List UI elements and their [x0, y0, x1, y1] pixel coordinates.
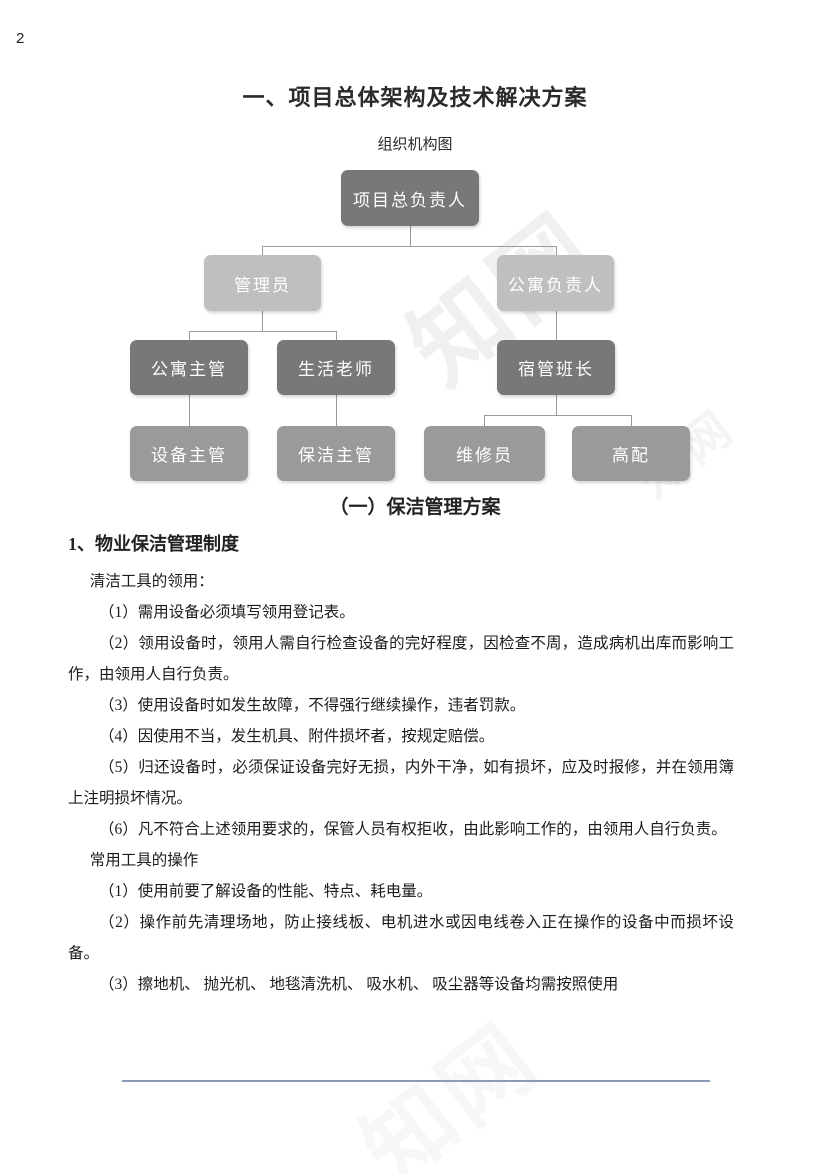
paragraph: （6）凡不符合上述领用要求的，保管人员有权拒收，由此影响工作的，由领用人自行负责…	[99, 821, 727, 838]
connector-life-teacher-down	[336, 395, 337, 426]
org-node-label: 项目总负责人	[353, 190, 467, 210]
org-node-label: 维修员	[456, 446, 513, 465]
connector-to-apartment-head	[556, 246, 557, 256]
footer-divider	[122, 1080, 710, 1082]
paragraph: （4）因使用不当，发生机具、附件损坏者，按规定赔偿。	[99, 728, 495, 745]
connector-manager-down	[262, 311, 263, 331]
paragraph: （1）需用设备必须填写领用登记表。	[99, 604, 355, 621]
org-node-label: 生活老师	[298, 360, 374, 379]
connector-level2-bus	[262, 246, 556, 247]
org-node-manager[interactable]: 管理员	[204, 255, 321, 311]
connector-dorm-leader-down	[556, 395, 557, 415]
org-node-label: 管理员	[234, 275, 291, 295]
org-node-cleaning-supervisor[interactable]: 保洁主管	[277, 426, 395, 481]
org-node-high-voltage[interactable]: 高配	[572, 426, 690, 481]
connector-to-life-teacher	[336, 331, 337, 341]
org-node-project-leader[interactable]: 项目总负责人	[341, 170, 479, 226]
paragraph-lead: 清洁工具的领用：	[89, 573, 214, 590]
chart-caption: 组织机构图	[377, 137, 453, 153]
org-node-dorm-leader[interactable]: 宿管班长	[497, 340, 615, 395]
org-node-apartment-head[interactable]: 公寓负责人	[497, 255, 614, 311]
page-title: 一、项目总体架构及技术解决方案	[242, 85, 588, 110]
connector-apartment-head-down	[556, 311, 557, 341]
org-node-label: 公寓主管	[151, 360, 227, 379]
paragraph-lead-2: 常用工具的操作	[89, 852, 199, 869]
connector-to-high-voltage	[631, 415, 632, 426]
org-node-label: 保洁主管	[298, 446, 374, 465]
org-node-label: 高配	[612, 446, 650, 465]
org-node-life-teacher[interactable]: 生活老师	[277, 340, 395, 395]
paragraph: （2）操作前先清理场地，防止接线板、电机进水或因电线卷入正在操作的设备中而损坏设…	[68, 914, 734, 962]
org-node-label: 公寓负责人	[508, 275, 603, 295]
paragraph: （1）使用前要了解设备的性能、特点、耗电量。	[99, 883, 433, 900]
connector-to-apartment-supervisor	[189, 331, 190, 341]
org-node-label: 宿管班长	[518, 360, 594, 379]
connector-to-manager	[262, 246, 263, 256]
body-text: 清洁工具的领用： （1）需用设备必须填写领用登记表。 （2）领用设备时，领用人需…	[68, 566, 734, 1000]
connector-apartment-supervisor-down	[189, 395, 190, 426]
paragraph: （3）擦地机、 抛光机、 地毯清洗机、 吸水机、 吸尘器等设备均需按照使用	[99, 976, 619, 993]
org-node-label: 设备主管	[151, 446, 227, 465]
page-number: 2	[16, 30, 25, 47]
org-chart: 项目总负责人 管理员 公寓负责人 公寓主管 生活老师 宿管班长 设备主管 保洁主…	[0, 0, 830, 500]
paragraph: （3）使用设备时如发生故障，不得强行继续操作，违者罚款。	[99, 697, 526, 714]
org-node-repairman[interactable]: 维修员	[424, 426, 545, 481]
org-node-apartment-supervisor[interactable]: 公寓主管	[130, 340, 248, 395]
connector-level3-bus-left	[189, 331, 336, 332]
connector-root-down	[410, 226, 411, 247]
paragraph: （2）领用设备时，领用人需自行检查设备的完好程度，因检查不周，造成病机出库而影响…	[68, 635, 734, 683]
connector-level4-bus-right	[484, 415, 631, 416]
numbered-heading: 1、物业保洁管理制度	[68, 534, 239, 554]
paragraph: （5）归还设备时，必须保证设备完好无损，内外干净，如有损坏，应及时报修，并在领用…	[68, 759, 734, 807]
connector-to-repairman	[484, 415, 485, 426]
org-node-equipment-supervisor[interactable]: 设备主管	[130, 426, 248, 481]
section-heading: （一）保洁管理方案	[329, 497, 501, 518]
